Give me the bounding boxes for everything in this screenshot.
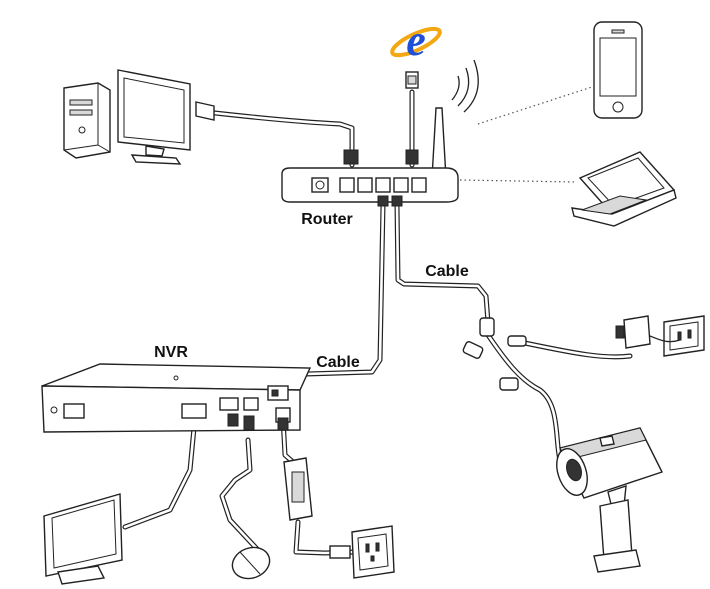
rj45-plug-top xyxy=(405,71,419,165)
camera-power-adapter xyxy=(615,315,651,349)
smartphone-icon xyxy=(593,21,643,119)
nvr-recorder-icon xyxy=(41,363,312,433)
nvr-label: NVR xyxy=(154,344,188,361)
router-label: Router xyxy=(301,211,353,228)
wall-socket-icon xyxy=(329,525,395,579)
router-icon xyxy=(281,107,459,207)
bullet-camera-icon xyxy=(556,427,663,573)
monitor-icon xyxy=(43,493,123,585)
laptop-icon xyxy=(459,151,677,227)
cable-label-nvr: Cable xyxy=(316,354,360,371)
cable-label-camera: Cable xyxy=(425,263,469,280)
camera-connectors xyxy=(462,317,527,391)
power-adapter-icon xyxy=(283,457,313,521)
cable-monitor-nvr xyxy=(122,425,197,530)
mouse-icon xyxy=(231,546,271,580)
cable-router-camera xyxy=(394,202,491,325)
svg-text:e: e xyxy=(406,16,426,65)
wifi-signal-icon xyxy=(451,59,596,125)
ie-browser-icon: e xyxy=(390,16,442,65)
camera-wall-socket xyxy=(649,315,705,357)
cable-mouse-nvr xyxy=(219,437,261,553)
cable-pc-router xyxy=(212,110,355,168)
desktop-computer-icon xyxy=(63,69,359,165)
